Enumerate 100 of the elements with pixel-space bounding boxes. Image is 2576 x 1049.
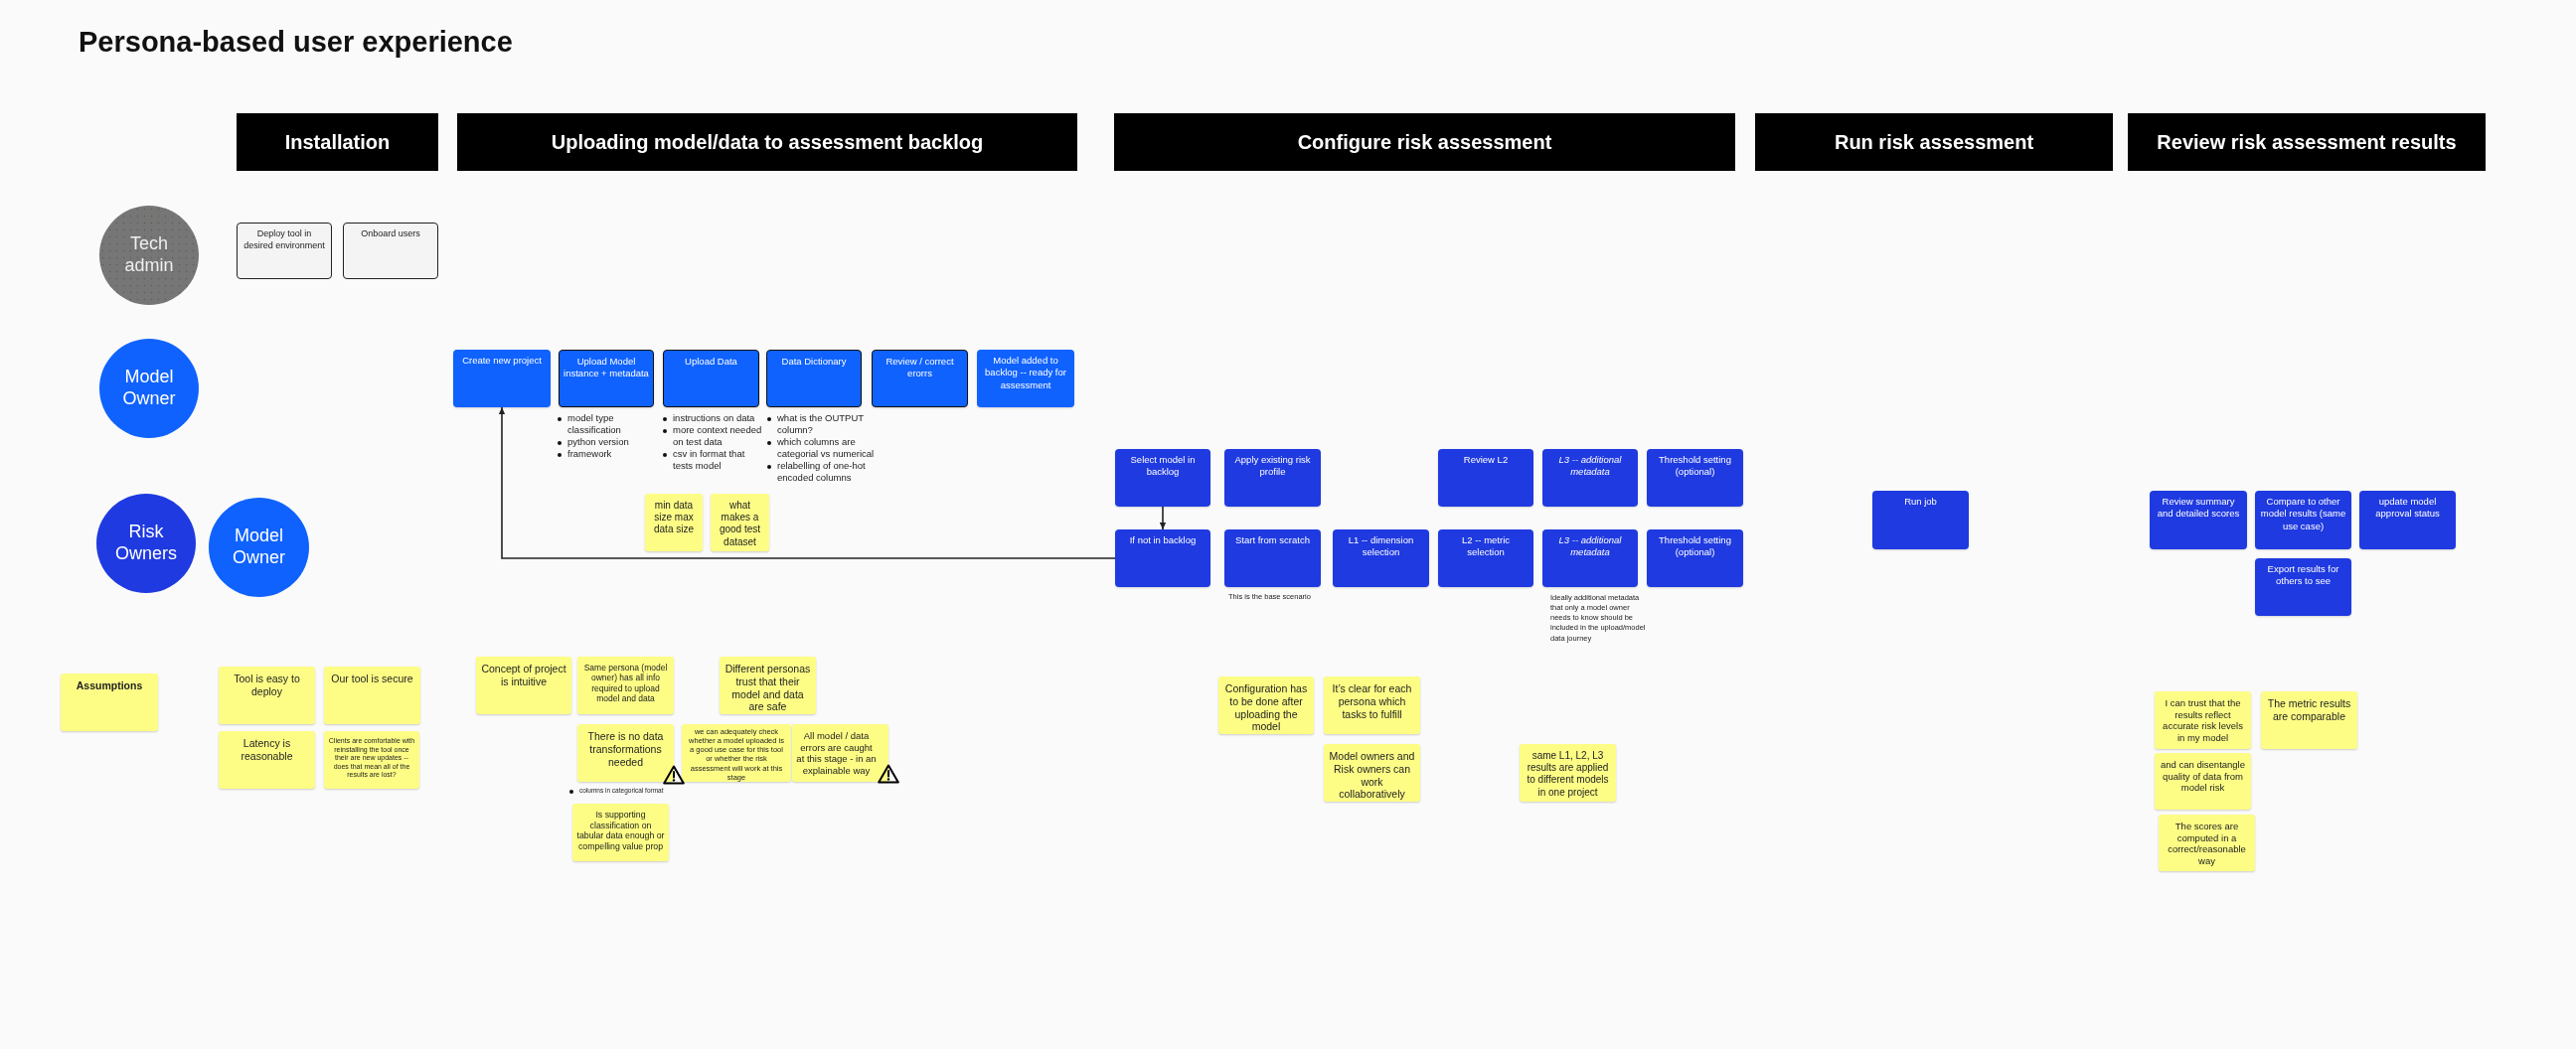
- header-text: Installation: [284, 130, 391, 154]
- sticky-note: [2159, 815, 2255, 871]
- sticky-note: [476, 657, 571, 714]
- task-card: [237, 223, 332, 279]
- card-text: Create new project: [461, 355, 543, 368]
- card-text: Start from scratch: [1234, 534, 1311, 547]
- persona-label: Tech admin: [123, 233, 175, 277]
- sticky-note: [61, 674, 158, 731]
- card-text: L3 -- additional metadata: [1557, 454, 1623, 479]
- task-card: [2150, 491, 2247, 549]
- sticky-note: [2261, 691, 2357, 749]
- sticky-note: [577, 657, 674, 714]
- sticky-note: [219, 667, 315, 724]
- sticky-note: [711, 494, 769, 551]
- note-text: Is supporting classification on tabular data enough or compelling value prop: [576, 810, 665, 852]
- note-text: Our tool is secure: [330, 673, 414, 685]
- sticky-note: [1218, 676, 1314, 734]
- note-text: There is no data transformations needed: [586, 730, 665, 769]
- card-text: Threshold setting (optional): [1658, 454, 1732, 479]
- persona-label: Risk Owners: [114, 522, 178, 565]
- sticky-note: [792, 724, 888, 782]
- stage-header: [457, 113, 1077, 171]
- task-card: [1542, 529, 1638, 587]
- sticky-note: [1324, 744, 1420, 802]
- header-text: Review risk assessment results: [2157, 130, 2457, 154]
- sticky-note: [1324, 676, 1420, 734]
- task-card: [872, 350, 968, 407]
- sticky-note: [324, 667, 420, 724]
- note-text: Tool is easy to deploy: [233, 673, 301, 698]
- task-card: [2255, 491, 2351, 549]
- card-text: Upload Model instance + metadata: [564, 356, 649, 380]
- note-text: Assumptions: [75, 679, 144, 692]
- note-text: Configuration has to be done after uploading the model: [1223, 682, 1309, 734]
- task-card: [2255, 558, 2351, 616]
- note-text: min data size max data size: [653, 500, 695, 536]
- note-text: same L1, L2, L3 results are applied to different models in one project: [1526, 750, 1610, 799]
- card-text: Model added to backlog -- ready for assessment: [984, 355, 1067, 392]
- stage-header: [1114, 113, 1735, 171]
- sticky-note: [645, 494, 703, 551]
- task-card: [343, 223, 438, 279]
- note-text: Model owners and Risk owners can work collaboratively: [1328, 750, 1416, 802]
- note-text: Concept of project is intuitive: [480, 663, 567, 688]
- sticky-note: [720, 657, 816, 714]
- note-text: All model / data errors are caught at this stage - in an explainable way: [796, 730, 877, 777]
- task-card: [1224, 449, 1321, 507]
- card-text: Run job: [1903, 496, 1938, 509]
- sticky-note: [324, 731, 419, 789]
- card-text: Data Dictionary: [780, 356, 848, 369]
- card-text: Deploy tool in desired environment: [242, 228, 326, 252]
- note-text: The metric results are comparable: [2266, 697, 2352, 723]
- sticky-note: [577, 724, 674, 782]
- card-text: Review summary and detailed scores: [2156, 496, 2241, 521]
- sticky-note: [682, 724, 791, 782]
- task-card: [1438, 449, 1533, 507]
- sticky-note: [572, 804, 669, 861]
- bullet-item: what is the OUTPUT column?: [765, 412, 885, 437]
- connector-arrow: [498, 406, 1116, 559]
- header-text: Run risk assessment: [1834, 130, 2034, 154]
- note-text: It’s clear for each persona which tasks to fulfill: [1331, 682, 1413, 721]
- bullet-item: python version: [556, 436, 655, 449]
- task-card: [663, 350, 759, 407]
- page-title: Persona-based user experience: [79, 26, 513, 59]
- stage-header: [2128, 113, 2486, 171]
- note-text: and can disentangle quality of data from model risk: [2159, 759, 2246, 794]
- header-text: Uploading model/data to assessment backlog: [551, 130, 984, 154]
- task-card: [453, 350, 551, 407]
- card-text: Review L2: [1462, 454, 1510, 467]
- bullet-item: relabelling of one-hot encoded columns: [765, 460, 885, 485]
- persona-label: Model Owner: [121, 367, 177, 410]
- note-text: Same persona (model owner) has all info required to upload model and data: [582, 663, 669, 704]
- card-text: Review / correct erorrs: [885, 356, 955, 380]
- bullet-item: framework: [556, 448, 655, 461]
- task-card: [766, 350, 862, 407]
- task-card: [1115, 529, 1210, 587]
- note-text: I can trust that the results reflect accurate risk levels in my model: [2162, 697, 2244, 744]
- card-text: Threshold setting (optional): [1658, 534, 1732, 559]
- stage-header: [237, 113, 438, 171]
- task-card: [1872, 491, 1969, 549]
- card-text: update model approval status: [2374, 496, 2441, 521]
- note-text: what makes a good test dataset: [718, 500, 762, 548]
- task-card: [1333, 529, 1429, 587]
- card-text: Export results for others to see: [2266, 563, 2340, 588]
- card-text: L2 -- metric selection: [1460, 534, 1511, 559]
- card-text: Select model in backlog: [1129, 454, 1197, 479]
- card-text: Onboard users: [360, 228, 421, 240]
- task-card: [1647, 529, 1743, 587]
- card-text: Compare to other model results (same use case): [2259, 496, 2347, 533]
- note-text: The scores are computed in a correct/reasonable way: [2167, 821, 2247, 867]
- sticky-note: [2155, 753, 2251, 810]
- note-text: Latency is reasonable: [240, 737, 294, 763]
- card-text: Apply existing risk profile: [1233, 454, 1312, 479]
- card-text: If not in backlog: [1128, 534, 1198, 547]
- header-text: Configure risk assessment: [1297, 130, 1552, 154]
- task-card: [559, 350, 654, 407]
- task-card: [1438, 529, 1533, 587]
- bullet-item: csv in format that tests model: [661, 448, 762, 473]
- task-card: [2359, 491, 2456, 549]
- sticky-note: [1520, 744, 1616, 802]
- task-card: [1647, 449, 1743, 507]
- sticky-note: [219, 731, 315, 789]
